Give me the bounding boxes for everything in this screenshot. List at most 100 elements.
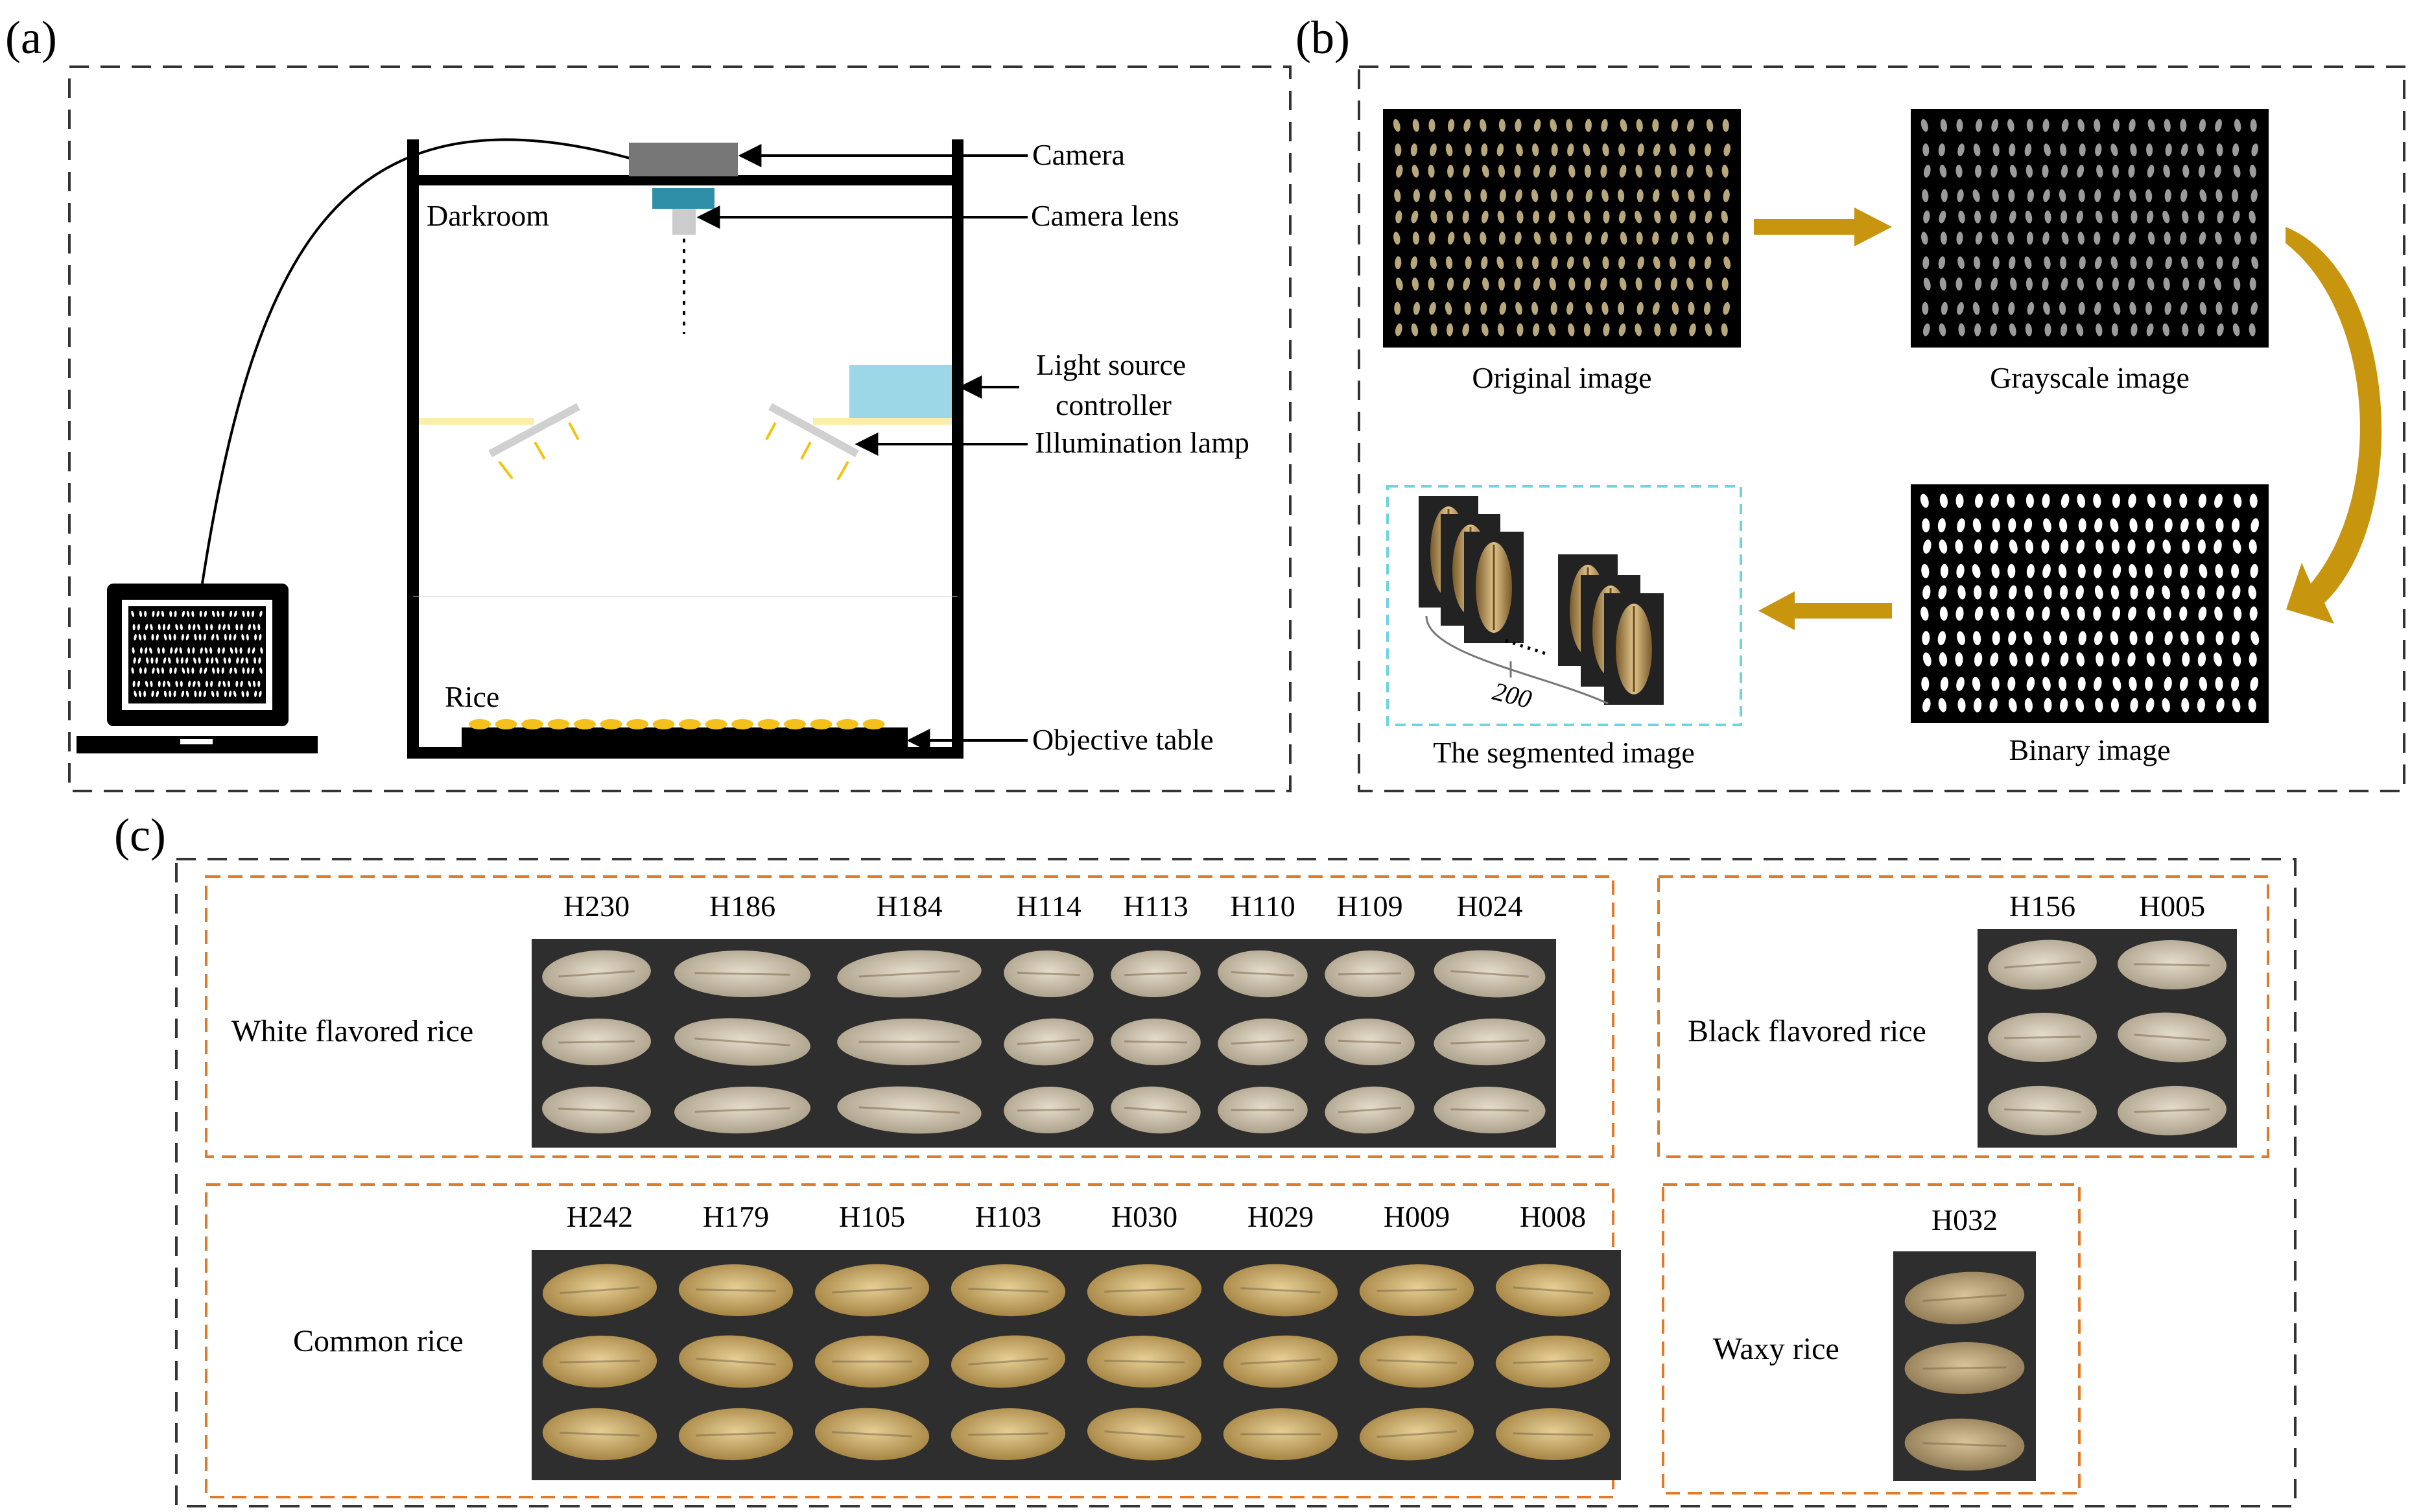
grain [1938,143,1945,157]
grain [1672,301,1679,315]
grain [197,624,200,631]
grain [2248,585,2256,600]
grain [2130,585,2138,600]
grain [2163,278,2170,290]
grain [2181,698,2190,713]
rice-grain [784,719,806,729]
category-white-frame [205,875,1614,1158]
variety-label: H179 [703,1200,769,1233]
grain [2215,676,2223,691]
rice-grain [731,719,753,729]
grain [1652,119,1659,132]
grain [2182,210,2189,224]
grain [2162,539,2171,554]
grain [1992,189,1999,202]
grain [2061,210,2068,224]
grain [1939,278,1947,290]
grain [204,610,207,617]
grain [1601,189,1609,202]
rice-grain [600,719,622,729]
grain [2009,323,2016,337]
label-camera-lens: Camera lens [1031,199,1179,232]
grain [235,624,239,631]
grain [131,667,134,674]
label-grayscale-image: Grayscale image [1990,361,2190,394]
grain [199,667,202,674]
grain [2026,493,2034,508]
grain [233,633,237,641]
grain [2007,119,2014,132]
panel-a-letter: (a) [5,12,57,64]
grain [2180,563,2188,578]
panel-c: (c) White flavored rice Black flavored r… [114,809,2297,1507]
grain [1923,210,1930,224]
grain [1636,301,1644,315]
grain [139,667,142,674]
grain [144,610,147,617]
grain [1937,631,1946,646]
grain [138,691,141,698]
grain [2179,677,2188,691]
grain [1603,210,1610,224]
label-darkroom: Darkroom [427,199,549,232]
grain [1515,301,1522,315]
grain [2163,493,2171,508]
grain [1430,143,1437,157]
grain [1430,323,1437,337]
grain [1413,301,1420,315]
label-objective-table: Objective table [1032,723,1214,756]
grain [2146,143,2153,157]
grain [2164,563,2172,578]
grain [2162,698,2170,713]
grain [2059,189,2066,202]
grain [169,667,172,674]
grain [1445,189,1452,202]
grain [2163,606,2171,621]
grain [1445,143,1453,157]
grain [1672,189,1679,202]
grain [2042,493,2050,508]
grain [1497,210,1505,224]
grain [2164,518,2173,533]
grain [158,680,161,687]
grain [2042,563,2051,578]
grain [1463,119,1471,132]
grain [1428,119,1435,132]
grain [1939,493,1948,508]
grain [1655,278,1662,290]
grain [2250,676,2258,691]
grain [217,610,220,617]
grain [1956,119,1963,132]
grain [1429,301,1436,315]
grain [182,610,185,617]
grain [1940,563,1948,578]
grain [2009,585,2017,600]
grain [1922,143,1930,157]
grain [180,680,183,687]
grain [2042,676,2051,691]
grain [2025,323,2032,337]
grain [1566,301,1574,315]
grain [2061,606,2070,621]
grain [2042,231,2050,245]
grain [211,610,215,617]
grain [175,624,178,631]
grain [1992,143,2000,157]
grain [1636,231,1643,245]
grain [2008,301,2015,315]
objective-table [462,727,908,753]
grain [2044,698,2052,713]
grain [2077,165,2085,178]
grain [1532,323,1540,337]
grain [1533,119,1541,132]
rice-grain [810,719,833,729]
grain [1480,301,1487,315]
grain [1603,323,1610,337]
grain [1938,585,1947,600]
grain [252,610,255,617]
grain [2110,585,2119,600]
grain [251,667,255,674]
rice-grain [862,719,885,729]
grain [1462,323,1469,337]
